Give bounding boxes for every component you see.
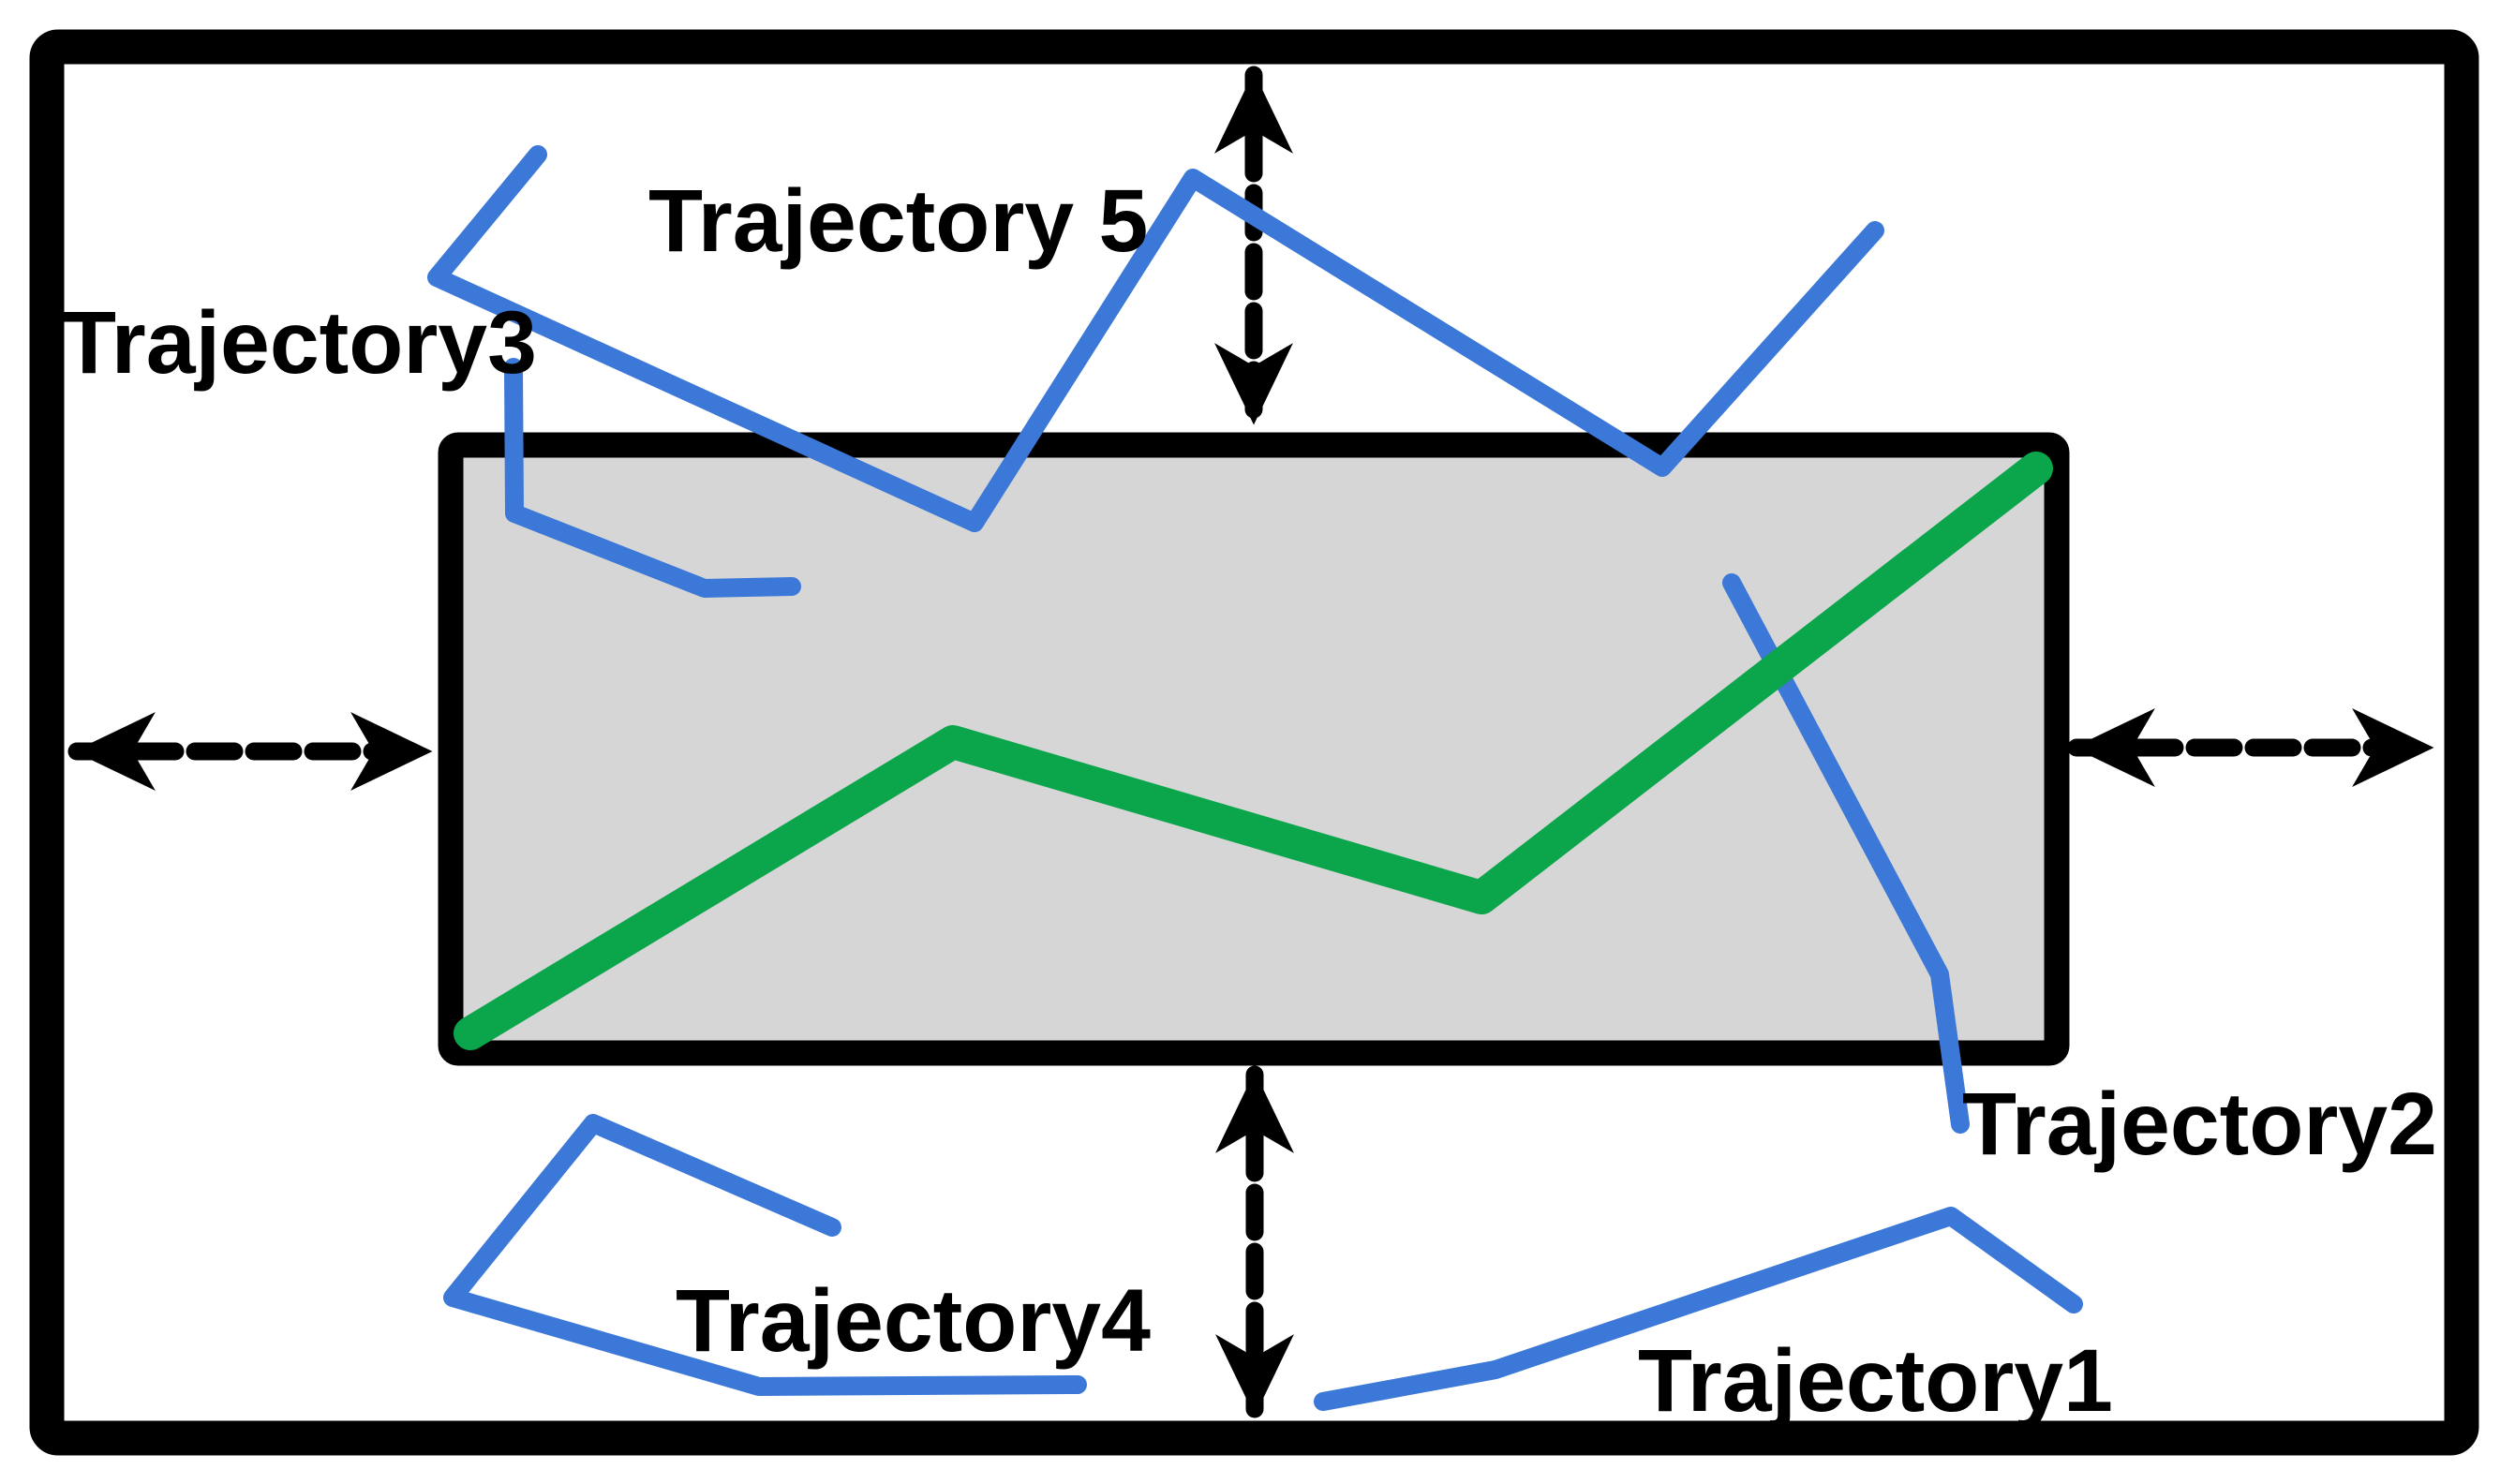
trajectory3-label: Trajectory3 [62,293,537,393]
trajectory5-path [427,145,1884,532]
trajectory2-label: Trajectory2 [1962,1075,2437,1174]
trajectory4-path [443,1114,1087,1396]
trajectory1-path [1314,1207,2083,1411]
trajectory5-label: Trajectory 5 [648,171,1148,271]
reference-trajectory-path [454,452,2053,1050]
trajectory1-label: Trajectory1 [1638,1331,2113,1431]
inner-region-rect [438,432,2070,1066]
outer-boundary-rect [29,29,2479,1456]
trajectory4-label: Trajectory4 [676,1271,1151,1371]
trajectory2-path [1722,573,1970,1134]
trajectory3-path [504,358,801,598]
